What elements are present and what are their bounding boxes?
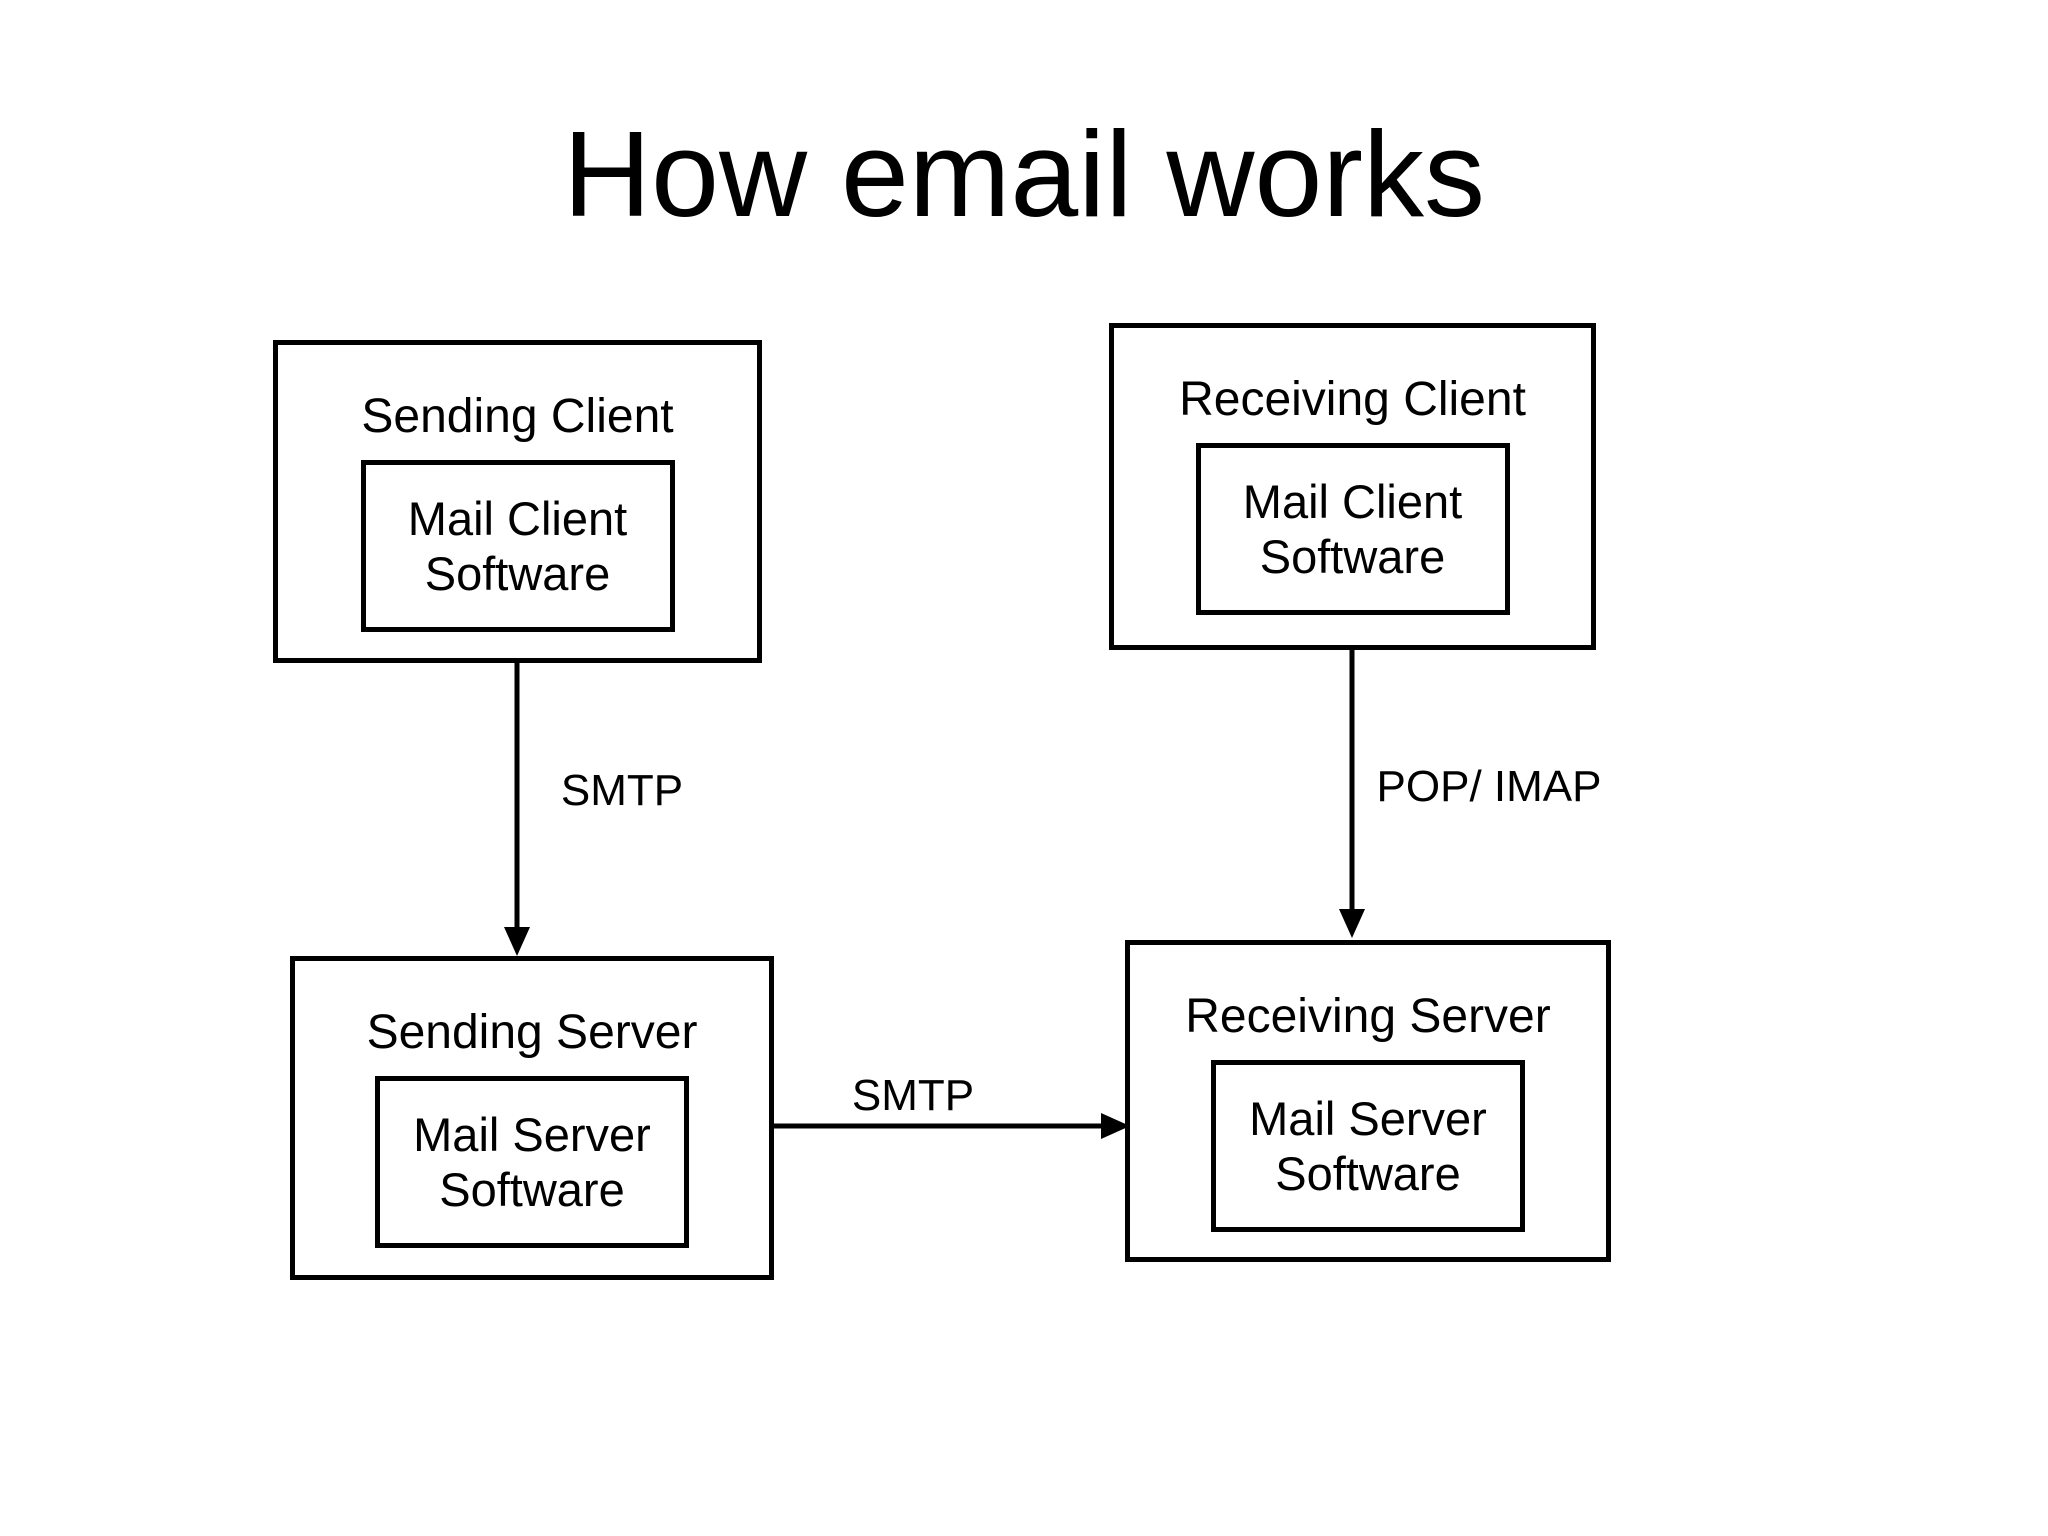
sending-client-software-label: Mail Client Software	[407, 491, 628, 600]
sending-server-software-label: Mail Server Software	[413, 1107, 651, 1216]
sending-server-label: Sending Server	[366, 1006, 698, 1059]
sending-server-box: Sending Server Mail Server Software	[290, 956, 774, 1280]
receiving-server-software-label: Mail Server Software	[1249, 1091, 1487, 1200]
receiving-server-software-box: Mail Server Software	[1211, 1060, 1525, 1232]
sending-server-software-box: Mail Server Software	[375, 1076, 689, 1248]
smtp-send-arrow	[504, 630, 530, 956]
pop-imap-receive-edge-label: POP/ IMAP	[1376, 762, 1602, 811]
pop-imap-receive-arrow	[1339, 612, 1365, 938]
receiving-client-box: Receiving Client Mail Client Software	[1109, 323, 1596, 650]
receiving-server-box: Receiving Server Mail Server Software	[1125, 940, 1611, 1262]
page-title: How email works	[563, 106, 1485, 242]
sending-client-label: Sending Client	[361, 390, 674, 443]
receiving-client-software-box: Mail Client Software	[1195, 443, 1510, 615]
smtp-transfer-edge-label: SMTP	[851, 1071, 975, 1120]
receiving-server-label: Receiving Server	[1185, 990, 1551, 1043]
smtp-send-edge-label: SMTP	[560, 766, 684, 815]
receiving-client-label: Receiving Client	[1179, 373, 1526, 426]
receiving-client-software-label: Mail Client Software	[1242, 474, 1463, 583]
sending-client-software-box: Mail Client Software	[360, 460, 675, 632]
sending-client-box: Sending Client Mail Client Software	[273, 340, 762, 663]
